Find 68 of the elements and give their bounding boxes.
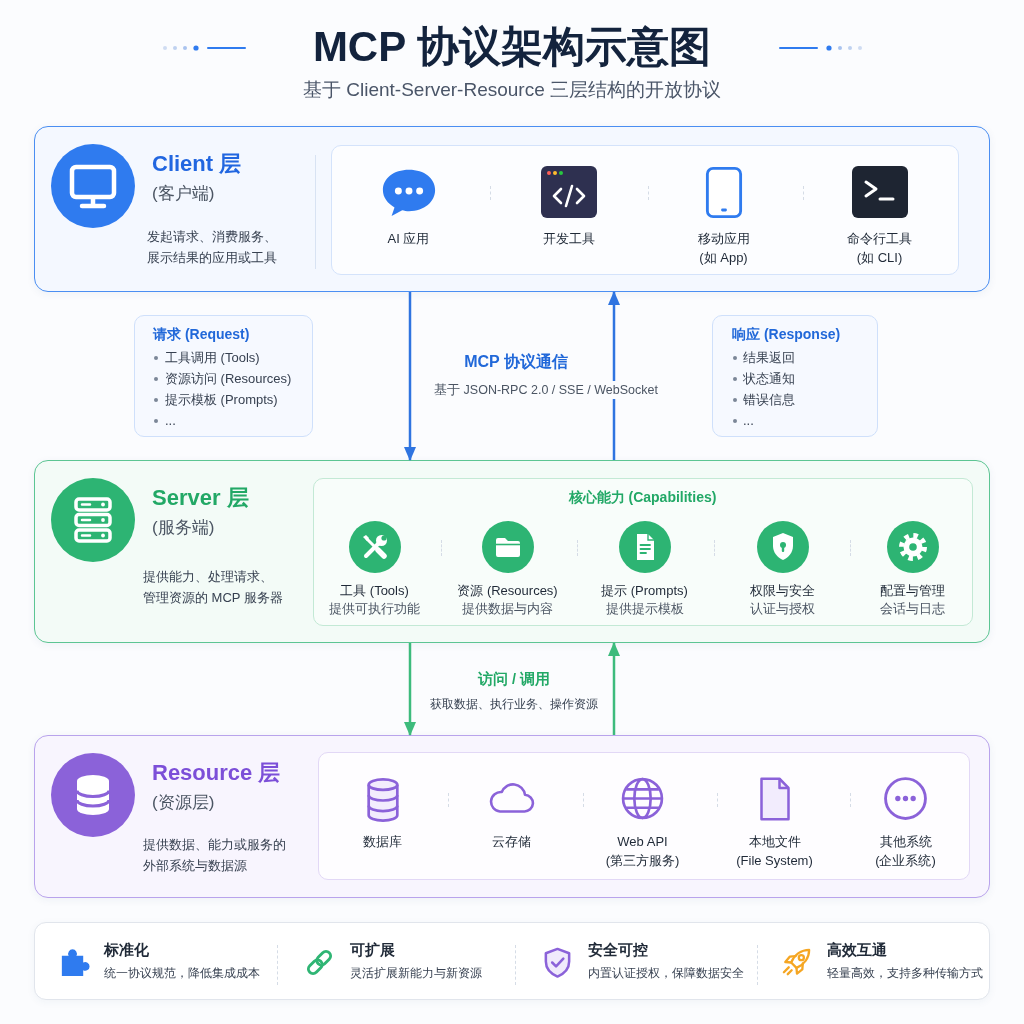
feature-title: 安全可控: [588, 940, 648, 960]
feature-description: 内置认证授权，保障数据安全: [588, 965, 744, 982]
item-label: AI 应用: [387, 229, 430, 248]
item-panel: [330, 144, 959, 275]
item-label: 资源 (Resources): [457, 581, 558, 600]
item-note: (File System): [736, 851, 813, 870]
layer-panel: [34, 460, 990, 643]
item-label: 本地文件: [748, 832, 801, 851]
arrow: [608, 291, 620, 460]
item-note: (第三方服务): [605, 851, 680, 870]
item-label: 开发工具: [542, 229, 595, 248]
list-item: 错误信息: [743, 391, 795, 409]
item-label: 移动应用: [697, 229, 750, 248]
item-label: 云存储: [492, 832, 531, 851]
arrow: [404, 643, 416, 736]
channel-note: 获取数据、执行业务、操作资源: [427, 695, 601, 713]
list-item: 工具调用 (Tools): [165, 349, 260, 367]
item-note: (如 App): [699, 248, 748, 267]
layer-title: Resource 层: [152, 759, 281, 787]
feature-description: 统一协议规范，降低集成成本: [104, 965, 260, 982]
feature-title: 标准化: [104, 940, 149, 960]
list-item: ...: [165, 412, 176, 430]
list-item: 状态通知: [743, 370, 795, 388]
list-heading: 响应 (Response): [732, 325, 841, 344]
layer-title: Server 层: [152, 484, 249, 512]
item-note: (企业系统): [875, 851, 936, 870]
channel-note: 基于 JSON-RPC 2.0 / SSE / WebSocket: [431, 381, 661, 399]
info-card: [712, 315, 878, 437]
feature-bar: [34, 922, 990, 1000]
layer-title: Client 层: [152, 150, 242, 178]
item-label: 提示 (Prompts): [601, 581, 688, 600]
layer-subtitle: (客户端): [152, 183, 215, 205]
layer-description: 发起请求、消费服务、展示结果的应用或工具: [147, 228, 278, 267]
layer-description: 提供数据、能力或服务的外部系统与数据源: [143, 836, 287, 875]
item-panel: [312, 477, 973, 626]
item-label: 命令行工具: [847, 229, 912, 248]
item-note: 提供可执行功能: [329, 600, 420, 618]
item-note: (如 CLI): [856, 248, 903, 267]
arrow: [404, 292, 416, 461]
layer-subtitle: (资源层): [152, 792, 215, 814]
item-label: 工具 (Tools): [340, 581, 409, 600]
layer-description: 提供能力、处理请求、管理资源的 MCP 服务器: [143, 568, 284, 607]
item-label: 数据库: [363, 832, 402, 851]
list-item: 结果返回: [743, 349, 795, 367]
item-note: 提供数据与内容: [462, 600, 553, 618]
list-item: 资源访问 (Resources): [165, 370, 292, 388]
feature-title: 高效互通: [827, 940, 887, 960]
item-note: 认证与授权: [750, 600, 815, 618]
item-note: 提供提示模板: [605, 600, 684, 618]
item-panel: [317, 751, 970, 880]
item-label: 权限与安全: [750, 581, 815, 600]
feature-description: 轻量高效，支持多种传输方式: [827, 965, 983, 982]
feature-description: 灵活扩展新能力与新资源: [350, 965, 482, 982]
layer-subtitle: (服务端): [152, 517, 215, 539]
arrow: [608, 642, 620, 735]
item-label: Web API: [617, 832, 668, 851]
panel-heading: 核心能力 (Capabilities): [568, 487, 717, 507]
item-label: 配置与管理: [880, 581, 945, 600]
list-item: 提示模板 (Prompts): [165, 391, 278, 409]
list-heading: 请求 (Request): [153, 325, 250, 344]
layer-panel: [34, 126, 990, 292]
page-title: MCP 协议架构示意图: [312, 22, 712, 72]
feature-title: 可扩展: [350, 940, 395, 960]
item-label: 其他系统: [879, 832, 932, 851]
info-card: [134, 315, 313, 437]
layer-panel: [34, 735, 990, 898]
item-note: 会话与日志: [880, 600, 945, 618]
list-item: ...: [743, 412, 754, 430]
